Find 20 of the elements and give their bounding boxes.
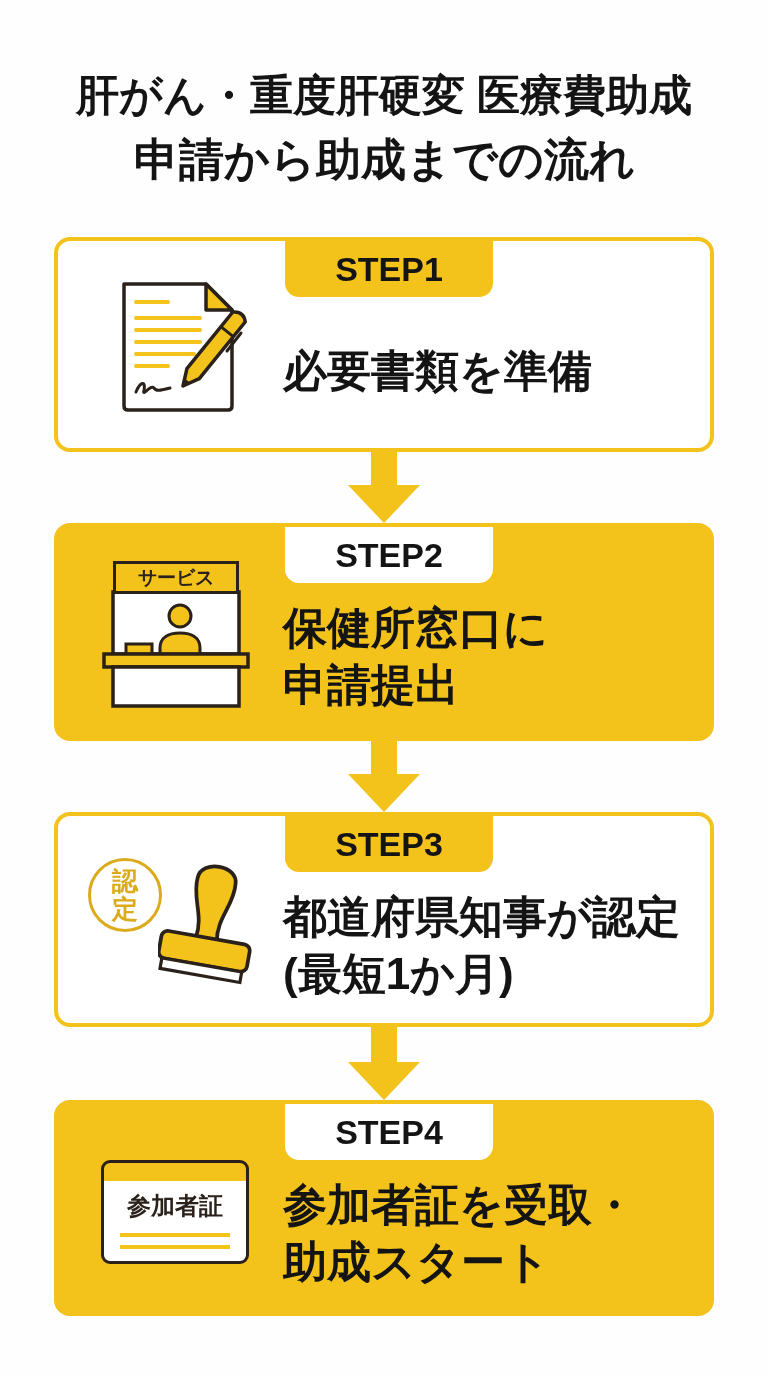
step-text: 必要書類を準備	[283, 344, 593, 397]
step-tab: STEP3	[285, 816, 493, 872]
arrow	[348, 741, 420, 812]
step-box	[54, 237, 714, 452]
step-tab: STEP2	[285, 527, 493, 583]
subtitle: 申請から助成までの流れ	[132, 133, 636, 187]
arrow	[348, 452, 420, 523]
step-tab: STEP4	[285, 1104, 493, 1160]
step-tab: STEP1	[285, 241, 493, 297]
step-text: 参加者証を受取・助成スタート	[283, 1179, 637, 1288]
step-text: 都道府県知事が認定(最短1か月)	[283, 891, 681, 1000]
step-box	[54, 1100, 714, 1316]
step-text: 保健所窓口に申請提出	[283, 602, 549, 711]
arrow	[348, 1027, 420, 1100]
title: 肝がん・重度肝硬変 医療費助成	[74, 70, 693, 121]
stamp-imprint: 認定	[88, 858, 162, 932]
step-box	[54, 523, 714, 741]
id-card: 参加者証	[101, 1160, 249, 1264]
step-box	[54, 812, 714, 1027]
booth-sign: サービス	[113, 561, 239, 594]
